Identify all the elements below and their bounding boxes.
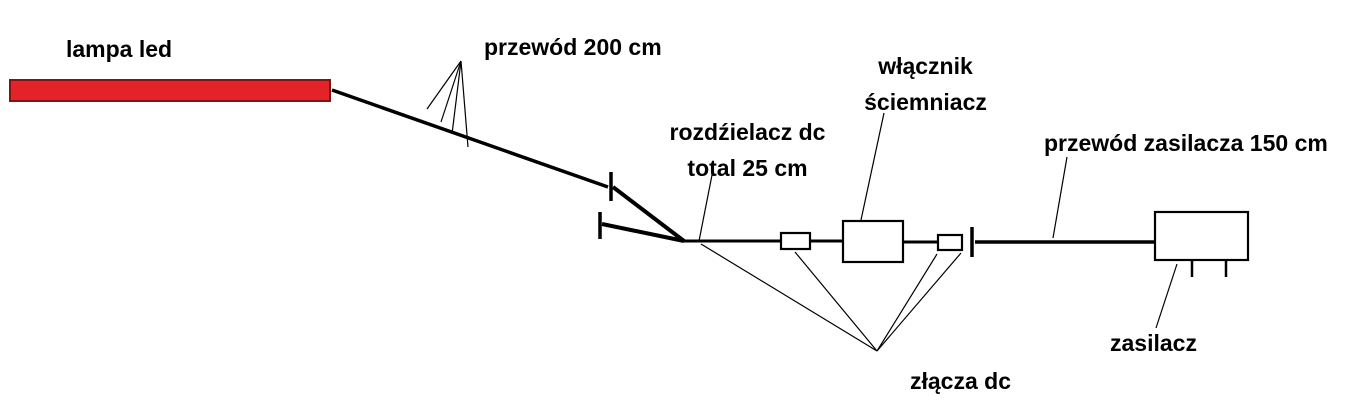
label-zasilacz: zasilacz <box>1110 330 1197 356</box>
label-rozdzielacz-dc-line1: rozdźielacz dc <box>669 119 826 145</box>
label-zlacza-dc: złącza dc <box>910 368 1011 394</box>
dc-connectors-pointer-line-4 <box>876 252 962 352</box>
cable200-pointer-line-4 <box>460 60 469 148</box>
power-supply-shape <box>1153 210 1250 262</box>
splitter-branch-top <box>611 185 686 243</box>
label-przewod-zasilacza: przewód zasilacza 150 cm <box>1044 130 1328 156</box>
cable200-pointer-line-2 <box>440 60 462 123</box>
label-rozdzielacz-dc: rozdźielacz dc total 25 cm <box>650 114 845 186</box>
lamp-cable-line <box>331 88 609 189</box>
splitter-branch-bottom <box>601 222 685 243</box>
dimmer-switch-shape <box>841 219 905 264</box>
cable200-pointer-line-1 <box>426 60 462 110</box>
splitter-pointer-line <box>698 169 714 242</box>
label-wlacznik-line2: ściemniacz <box>864 89 987 115</box>
label-lampa-led: lampa led <box>66 36 173 62</box>
dc-connector-plug-2 <box>936 233 964 252</box>
dc-connectors-pointer-line-2 <box>794 251 878 352</box>
cable200-pointer-line-3 <box>451 60 462 135</box>
dimmer-pointer-line <box>860 112 885 221</box>
psu-pointer-line <box>1155 263 1178 329</box>
dc-connectors-pointer-line-3 <box>876 253 938 352</box>
label-wlacznik-line1: włącznik <box>878 53 973 79</box>
dc-connector-plug-1 <box>779 231 812 251</box>
dc-connectors-pointer-line-1 <box>700 243 878 352</box>
psu-cable-pointer-line <box>1052 156 1068 239</box>
led-lamp-shape <box>9 79 331 102</box>
label-przewod-200cm: przewód 200 cm <box>484 34 662 60</box>
label-wlacznik-sciemniacz: włącznik ściemniacz <box>833 48 1018 120</box>
label-rozdzielacz-dc-line2: total 25 cm <box>687 155 808 181</box>
